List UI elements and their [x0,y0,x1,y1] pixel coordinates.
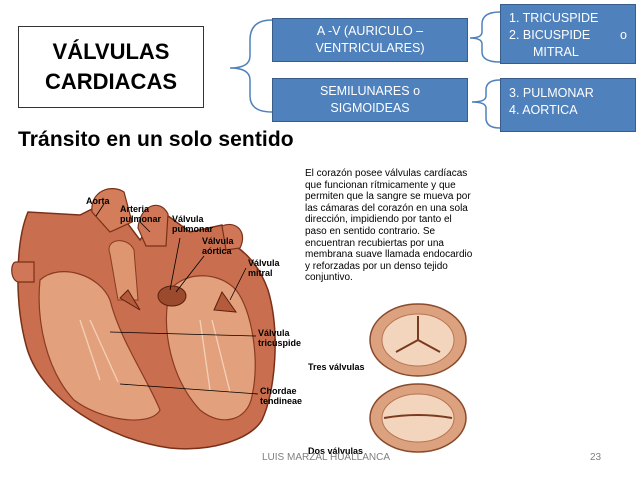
leader-vmitral [229,267,247,301]
right-ventricle [38,271,161,421]
label-valvula-pulmonar: Válvula pulmonar [172,214,213,234]
av-box-line2: VENTRICULARES) [315,41,425,55]
pulmonary-artery [137,204,169,247]
footer-page-number: 23 [590,452,602,463]
av-valves-list: 1. TRICUSPIDE 2. BICUSPIDE o MITRAL [500,4,636,64]
chordae-lines [79,319,231,393]
label-aorta: Aorta [86,196,110,206]
bicuspid-valve-image [369,383,467,453]
label-vpulmonar-line1: Válvula [172,214,204,224]
list-item-tricuspide: 1. TRICUSPIDE [509,11,599,25]
av-box-line1: A -V (AURICULO – [316,24,424,38]
list-item-bicuspide: 2. BICUSPIDE [509,28,591,42]
list-item-bicuspide-row: 2. BICUSPIDE o [509,27,627,44]
list-item-pulmonar: 3. PULMONAR [509,86,594,100]
leader-vpulmonar [169,237,181,291]
label-vpulmonar-line2: pulmonar [172,224,214,234]
septum-top [108,240,139,301]
slide-title-line2: CARDIACAS [45,69,177,94]
figure-heading: Tránsito en un solo sentido [18,128,294,151]
label-vmitral-line1: Válvula [248,258,280,268]
aortic-valve [157,285,187,307]
semilunar-valves-list: 3. PULMONAR 4. AORTICA [500,78,636,132]
leader-arteria [139,221,151,233]
label-vaortica-line2: aórtica [202,246,232,256]
label-chordae-line2: tendineae [260,396,303,406]
slide-title-box: VÁLVULAS CARDIACAS [18,26,204,108]
label-vtricuspide-line2: tricúspide [258,338,302,348]
label-vtricuspide-line1: Válvula [258,328,290,338]
mitral-valve [213,290,238,313]
list-item-mitral: MITRAL [533,45,579,59]
leader-vtricuspide [109,331,257,337]
tricuspid-valve-image [369,303,467,377]
semi-box-line1: SEMILUNARES o [319,84,421,98]
semi-box-line2: SIGMOIDEAS [330,101,410,115]
label-dos-valvulas: Dos válvulas [308,446,364,456]
label-tres-valvulas: Tres válvulas [308,362,365,372]
label-valvula-aortica: Válvula aórtica [202,236,234,256]
vena-cava [11,261,35,283]
pulmonary-vein [221,223,244,251]
label-valvula-mitral: Válvula mitral [248,258,280,278]
semilunar-valves-box: SEMILUNARES o SIGMOIDEAS [272,78,468,122]
label-arteria-line1: Arteria [120,204,150,214]
label-arteria-pulmonar: Arteria pulmonar [120,204,161,224]
label-arteria-line2: pulmonar [120,214,162,224]
list-item-aortica: 4. AORTICA [509,103,578,117]
label-valvula-tricuspide: Válvula tricúspide [258,328,301,348]
pulmonary-valve [119,289,141,311]
label-chordae-tendineae: Chordae tendineae [260,386,302,406]
label-vmitral-line2: mitral [248,268,273,278]
list-item-or: o [620,28,627,42]
figure-description: El corazón posee válvulas cardíacas que … [305,168,473,284]
aorta-vessel [91,188,133,233]
slide-title-line1: VÁLVULAS [52,39,170,64]
footer-author: LUIS MARZAL HUALLANCA [262,452,390,463]
leader-vaortica [175,255,205,293]
leader-chordae [119,383,259,395]
label-chordae-line1: Chordae [260,386,297,396]
label-vaortica-line1: Válvula [202,236,234,246]
leader-aorta [95,203,105,217]
av-valves-box: A -V (AURICULO – VENTRICULARES) [272,18,468,62]
